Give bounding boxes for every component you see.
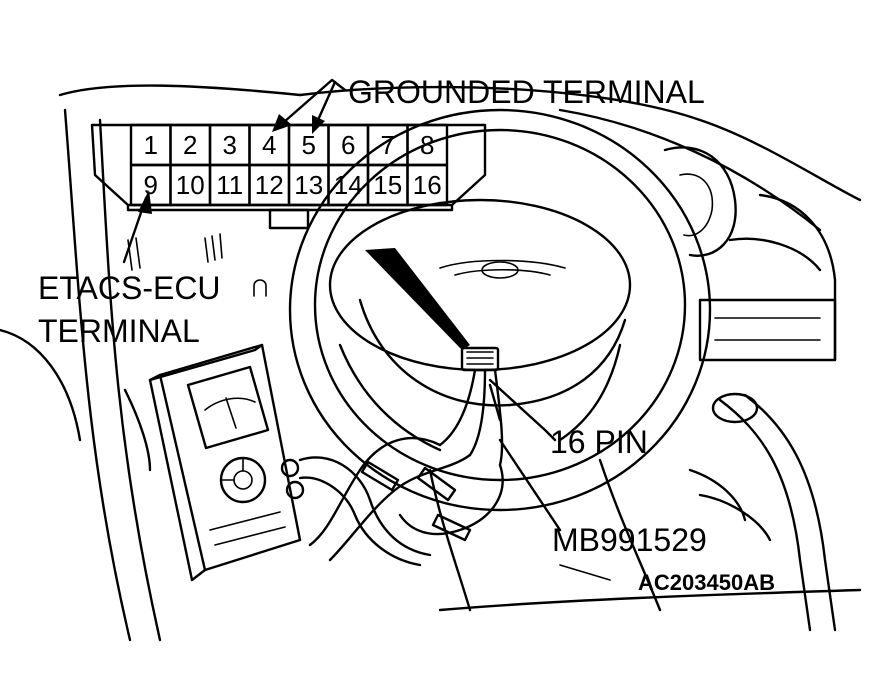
pointer-wedge bbox=[365, 248, 470, 350]
pin-label-12: 12 bbox=[255, 170, 284, 200]
pin-label-9: 9 bbox=[144, 170, 158, 200]
pin-label-6: 6 bbox=[341, 130, 355, 160]
arrow-head-pin-4 bbox=[272, 114, 292, 132]
pin-label-8: 8 bbox=[420, 130, 434, 160]
arrow-head-pin-5 bbox=[312, 115, 325, 134]
pin-label-4: 4 bbox=[262, 130, 276, 160]
arrow-pin-4 bbox=[282, 78, 347, 124]
pin-label-5: 5 bbox=[302, 130, 316, 160]
dashboard-art bbox=[0, 84, 862, 642]
etacs-label-line1: ETACS-ECU bbox=[38, 270, 221, 306]
arrow-pin-5 bbox=[316, 80, 337, 122]
tool-number-label: MB991529 bbox=[552, 522, 707, 558]
etacs-label-line2: TERMINAL bbox=[38, 313, 200, 349]
etacs-hook-mark bbox=[253, 279, 267, 297]
pin-label-13: 13 bbox=[294, 170, 323, 200]
pin-label-1: 1 bbox=[144, 130, 158, 160]
pin-label-16: 16 bbox=[413, 170, 442, 200]
pin-label-7: 7 bbox=[381, 130, 395, 160]
pointer-lines bbox=[122, 78, 611, 581]
sixteen-pin-label: 16 PIN bbox=[550, 424, 648, 460]
harness bbox=[298, 346, 504, 567]
pin-label-10: 10 bbox=[176, 170, 205, 200]
grounded-terminal-label: GROUNDED TERMINAL bbox=[348, 74, 705, 110]
figure-code-label: AC203450AB bbox=[638, 570, 775, 595]
pin-cell-16 bbox=[406, 163, 449, 207]
pin-label-15: 15 bbox=[373, 170, 402, 200]
pin-label-3: 3 bbox=[223, 130, 237, 160]
arrow-head-pin-9 bbox=[138, 190, 152, 214]
pin-label-11: 11 bbox=[216, 170, 243, 200]
pin-label-2: 2 bbox=[183, 130, 197, 160]
multimeter bbox=[148, 343, 305, 582]
pin-label-14: 14 bbox=[334, 170, 363, 200]
